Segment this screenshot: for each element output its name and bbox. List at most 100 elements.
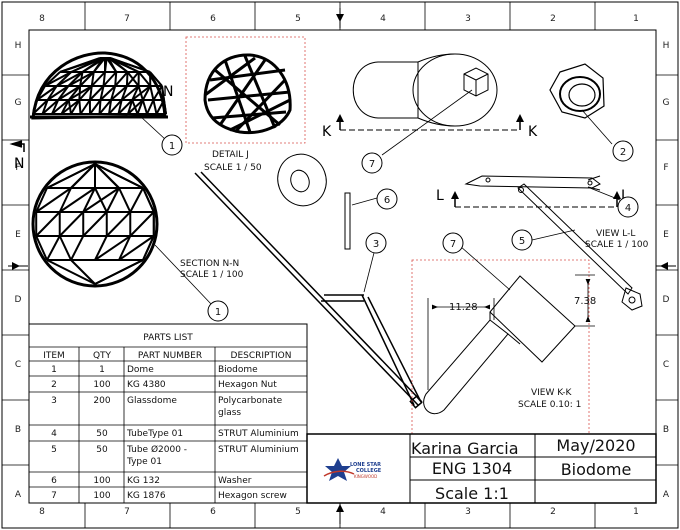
zone-label: 3 — [465, 14, 471, 24]
svg-text:200: 200 — [93, 396, 110, 406]
zone-label: D — [15, 295, 22, 305]
zone-labels-left: H G F E D C B A — [15, 41, 22, 500]
zone-label: A — [663, 490, 670, 500]
dimension-width: 11.28 — [449, 302, 478, 313]
svg-text:6: 6 — [51, 476, 57, 486]
zone-label: 7 — [124, 14, 130, 24]
lone-star-college-logo: LONE STAR COLLEGE KINGWOOD — [323, 458, 382, 481]
drawing-title: Biodome — [561, 460, 632, 479]
balloon-item-3: 3 — [365, 232, 387, 254]
column-header-item: ITEM — [43, 351, 65, 361]
star-icon — [325, 458, 351, 481]
svg-text:2: 2 — [51, 380, 57, 390]
zone-label: 2 — [550, 507, 556, 517]
zone-label: C — [663, 360, 669, 370]
svg-text:STRUT Aluminium: STRUT Aluminium — [218, 429, 299, 439]
zone-label: B — [663, 425, 669, 435]
svg-text:4: 4 — [625, 203, 631, 214]
svg-text:Hexagon screw: Hexagon screw — [218, 491, 287, 501]
table-row: 1 1 Dome Biodome — [51, 365, 258, 375]
detail-j-boundary — [185, 36, 306, 144]
balloon-item-5: 5 — [511, 229, 533, 251]
parts-list: PARTS LIST ITEM QTY PART NUMBER DESCRIPT… — [28, 323, 308, 504]
svg-text:1: 1 — [51, 365, 57, 375]
svg-text:KG 4380: KG 4380 — [127, 380, 166, 390]
column-header-description: DESCRIPTION — [231, 351, 292, 361]
balloon-leaders — [139, 89, 621, 306]
section-nn-scale: SCALE 1 / 100 — [180, 270, 244, 280]
view-kk-scale: SCALE 0.10: 1 — [518, 400, 581, 410]
table-row: 7 100 KG 1876 Hexagon screw — [51, 491, 287, 501]
logo-text-campus: KINGWOOD — [354, 474, 377, 479]
view-ll-scale: SCALE 1 / 100 — [585, 240, 649, 250]
zone-label: 3 — [465, 507, 471, 517]
author-name: Karina Garcia — [411, 439, 519, 458]
zone-label: D — [663, 295, 670, 305]
balloon-item-1: 1 — [207, 300, 229, 322]
svg-text:7: 7 — [450, 239, 456, 250]
section-line-n — [9, 140, 25, 152]
strut-tube-2000-view — [517, 183, 643, 311]
balloon-item-7: 7 — [442, 232, 464, 254]
table-row: 2 100 KG 4380 Hexagon Nut — [51, 380, 277, 390]
section-line-k — [336, 114, 524, 131]
svg-text:6: 6 — [384, 195, 390, 206]
zone-label: 6 — [210, 14, 216, 24]
zone-label: G — [15, 98, 22, 108]
svg-text:Glassdome: Glassdome — [127, 396, 177, 406]
table-row: 6 100 KG 132 Washer — [51, 476, 252, 486]
hexagon-nut-view — [549, 63, 605, 119]
svg-text:7: 7 — [51, 491, 57, 501]
svg-text:Type 01: Type 01 — [126, 457, 162, 467]
view-ll-strut — [464, 175, 601, 191]
section-letter-n: N — [14, 156, 24, 172]
svg-text:1: 1 — [169, 141, 175, 152]
svg-text:KG 132: KG 132 — [127, 476, 160, 486]
balloon-item-1: 1 — [161, 134, 183, 156]
svg-text:STRUT Aluminium: STRUT Aluminium — [218, 445, 299, 455]
centering-marks — [8, 8, 676, 524]
svg-text:5: 5 — [519, 236, 525, 247]
zone-label: 8 — [39, 507, 45, 517]
zone-labels-bottom: 8 7 6 5 4 3 2 1 — [39, 507, 639, 517]
zone-label: 2 — [550, 14, 556, 24]
svg-text:Washer: Washer — [218, 476, 252, 486]
zone-label: F — [663, 163, 668, 173]
balloons: 1 1 2 3 4 5 6 7 — [161, 134, 639, 322]
zone-labels-top: 8 7 6 5 4 3 2 1 — [39, 14, 639, 24]
svg-text:Biodome: Biodome — [218, 365, 258, 375]
section-letter-n: N — [163, 84, 173, 100]
svg-text:50: 50 — [96, 445, 108, 455]
zone-label: 5 — [295, 507, 301, 517]
detail-j-label: DETAIL J — [212, 150, 249, 160]
svg-text:glass: glass — [218, 408, 241, 418]
view-ll-label: VIEW L-L — [596, 229, 635, 239]
zone-label: H — [663, 41, 670, 51]
section-letter-l: L — [436, 188, 444, 204]
svg-text:50: 50 — [96, 429, 108, 439]
zone-label: 6 — [210, 507, 216, 517]
view-kk-label: VIEW K-K — [531, 388, 572, 398]
detail-j-scale: SCALE 1 / 50 — [204, 163, 262, 173]
tube-type-01-view — [344, 192, 351, 250]
zone-label: E — [15, 230, 21, 240]
section-nn-view — [31, 160, 159, 288]
svg-text:Polycarbonate: Polycarbonate — [218, 396, 283, 406]
zone-label: 5 — [295, 14, 301, 24]
glassdome-panel-view — [194, 171, 423, 409]
zone-label: 7 — [124, 507, 130, 517]
svg-text:KG 1876: KG 1876 — [127, 491, 166, 501]
svg-text:2: 2 — [620, 147, 626, 158]
zone-label: 4 — [380, 507, 386, 517]
zone-label: 1 — [633, 14, 639, 24]
svg-text:TubeType 01: TubeType 01 — [126, 429, 183, 439]
svg-text:Hexagon Nut: Hexagon Nut — [218, 380, 277, 390]
zone-label: B — [15, 425, 21, 435]
section-letter-k: K — [528, 124, 538, 140]
logo-text-college: COLLEGE — [356, 468, 382, 474]
table-row: 3 200 Glassdome Polycarbonate glass — [51, 396, 282, 418]
dome-side-view — [30, 51, 168, 120]
svg-text:100: 100 — [93, 491, 110, 501]
zone-label: 1 — [633, 507, 639, 517]
zone-label: 4 — [380, 14, 386, 24]
